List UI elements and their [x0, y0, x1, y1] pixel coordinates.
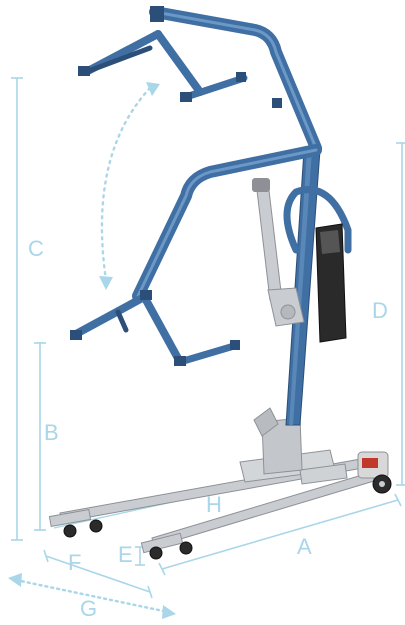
- boom-lowered: [132, 144, 322, 302]
- dimension-label-c: C: [28, 236, 44, 261]
- dimension-label-d: D: [372, 298, 388, 323]
- actuator: [252, 178, 305, 327]
- dimension-a-line: [161, 499, 399, 570]
- spreader-bar-raised: [78, 30, 282, 108]
- front-right-wheel: [149, 546, 163, 560]
- battery-control-box: [315, 223, 347, 343]
- dimension-f-line: [45, 555, 151, 593]
- dimension-label-b: B: [44, 420, 59, 445]
- dimension-label-f: F: [68, 550, 82, 575]
- push-handle: [283, 186, 352, 254]
- mast: [285, 144, 321, 426]
- dimension-g-arrow: [8, 573, 176, 619]
- dimension-label-h: H: [206, 492, 222, 517]
- dimension-label-e: E: [118, 542, 133, 567]
- base-frame: [48, 407, 389, 554]
- casters: [63, 474, 392, 560]
- boom-raised: [149, 6, 322, 154]
- boom-motion-arrow: [99, 82, 160, 290]
- front-left-wheel: [63, 524, 77, 538]
- dimension-label-g: G: [80, 596, 98, 621]
- dimension-label-a: A: [297, 534, 312, 559]
- spreader-bar-lowered: [70, 290, 240, 366]
- dimension-lines: [11, 77, 405, 599]
